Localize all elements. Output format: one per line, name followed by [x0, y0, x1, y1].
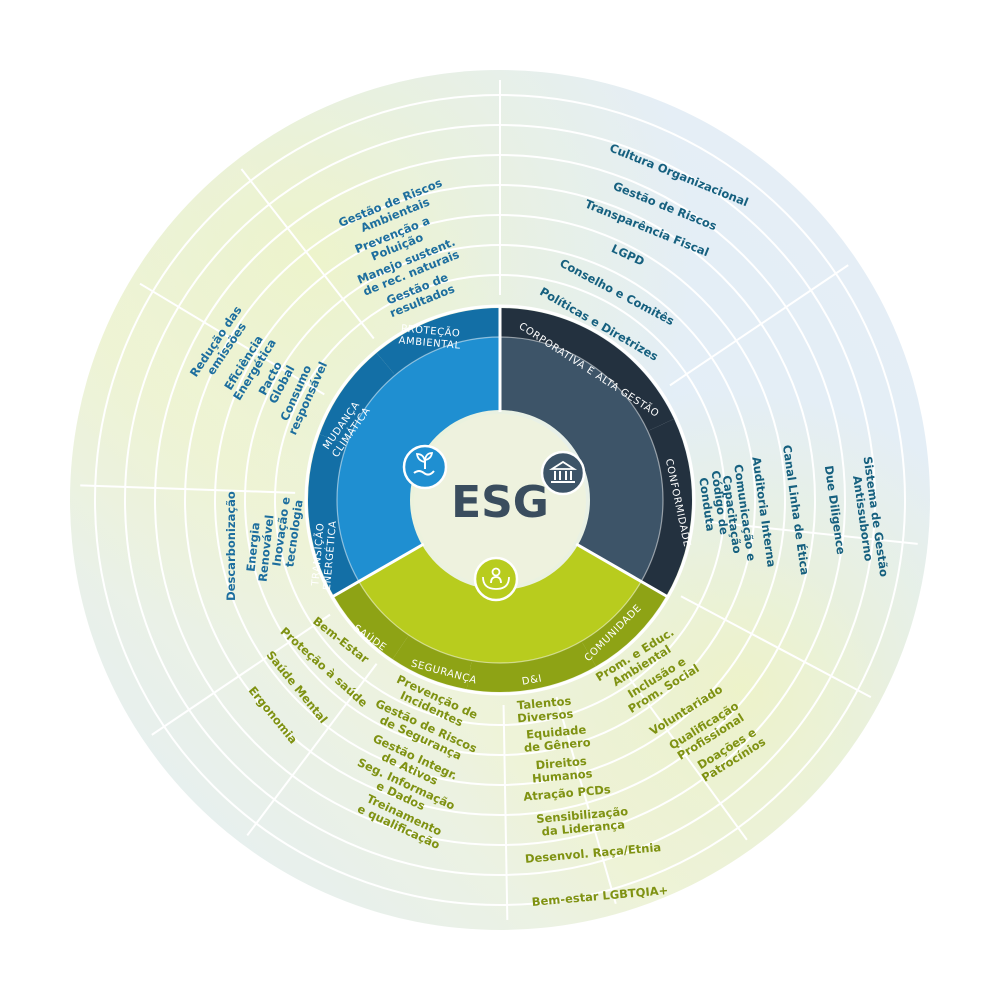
center-hub: ESG: [414, 414, 586, 586]
institution-building-icon: [540, 450, 586, 496]
subcategory-label: D&I: [521, 673, 543, 687]
item-label: DireitosHumanos: [530, 753, 593, 785]
hands-plant-icon: [402, 444, 448, 490]
center-label: ESG: [451, 477, 549, 528]
item-label: EnergiaRenovável: [243, 513, 277, 583]
hands-person-icon: [473, 556, 519, 602]
item-label: Descarbonização: [224, 491, 238, 601]
item-label: Equidadede Gênero: [522, 722, 591, 755]
ring-grid: [80, 80, 918, 920]
item-label: TalentosDiversos: [516, 694, 574, 726]
